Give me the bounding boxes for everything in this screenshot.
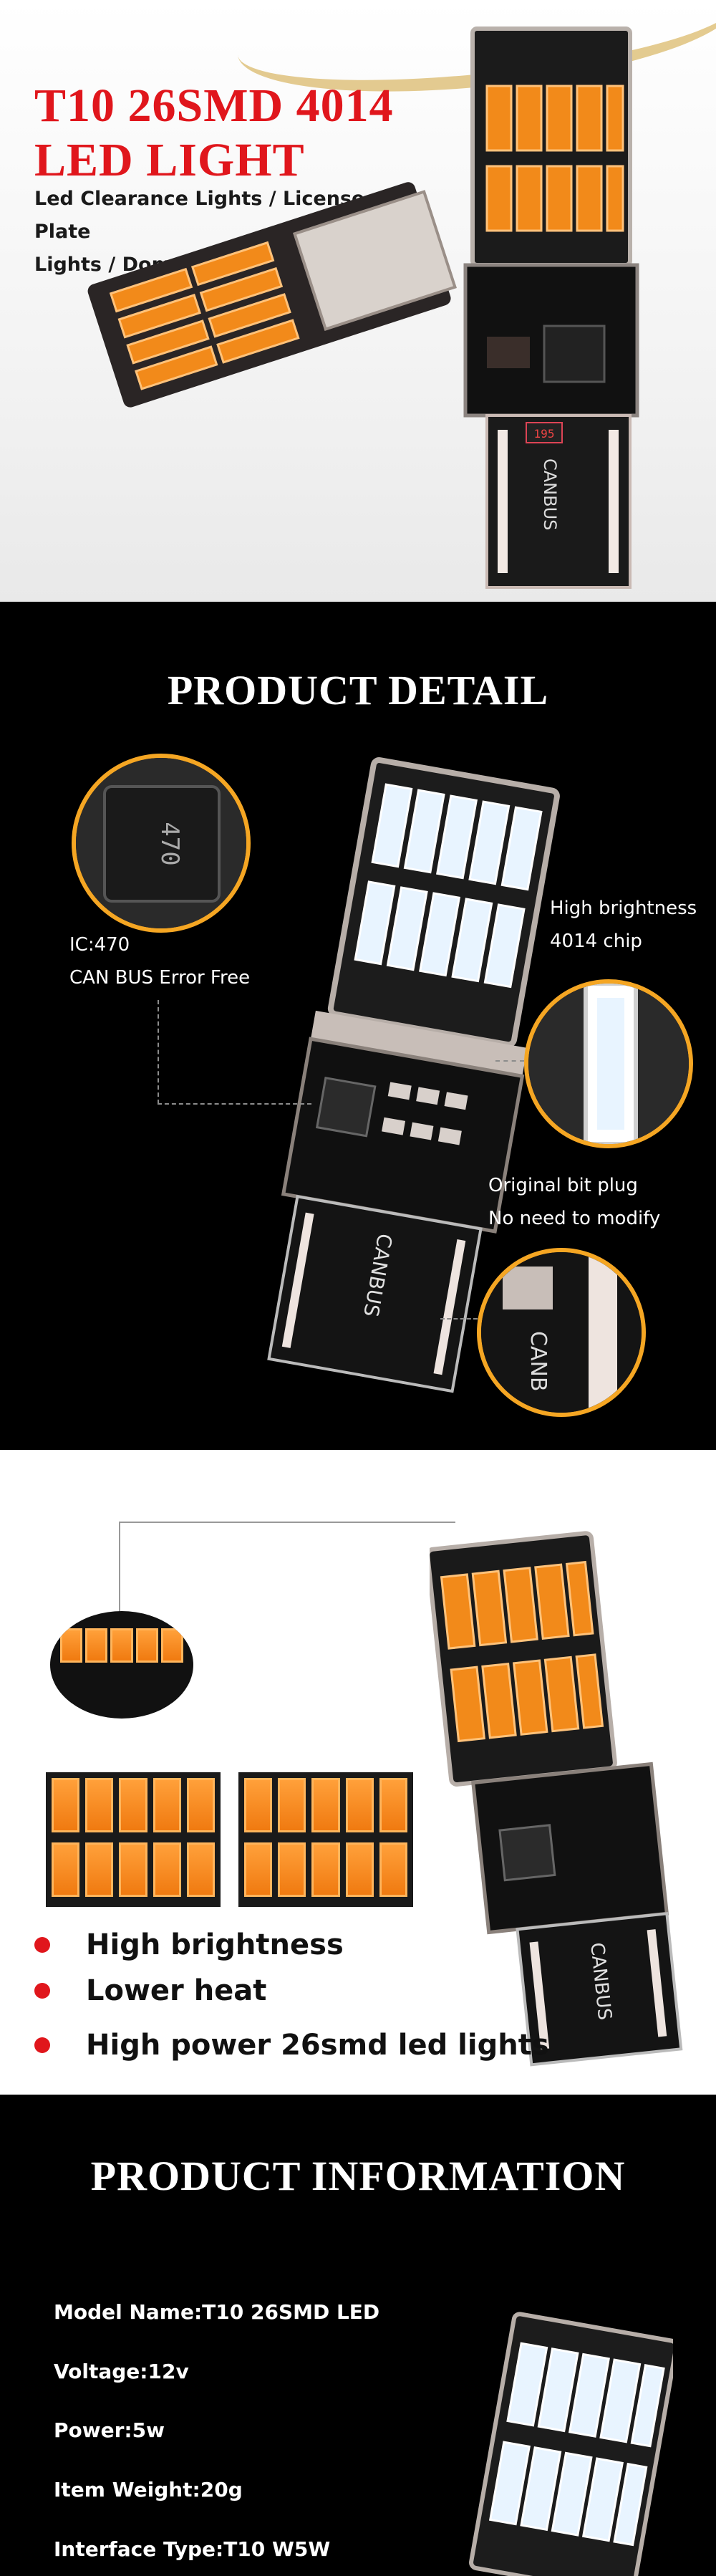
hero-section: T10 26SMD 4014 LED LIGHT Led Clearance L… <box>0 0 716 602</box>
plug-connector-line <box>440 1318 478 1320</box>
plug-callout-line2: No need to modify <box>488 1208 661 1229</box>
canbus-label: CANBUS <box>540 458 560 530</box>
connector-line <box>119 1522 455 1523</box>
ic-zoom-circle: 470 <box>72 754 251 933</box>
product-information-heading: PRODUCT INFORMATION <box>90 2153 626 2199</box>
chip-callout-line1: High brightness <box>550 898 697 919</box>
plug-zoom-text: CANB <box>526 1331 551 1392</box>
ic-callout-line2: CAN BUS Error Free <box>69 967 251 989</box>
detail-bulb-illustration: CANBUS <box>267 757 560 1393</box>
bullet-dot-icon <box>34 1983 50 1999</box>
features-bulb-illustration: CANBUS <box>430 1531 683 2067</box>
info-bulb-illustration <box>469 2312 673 2576</box>
product-detail-section: PRODUCT DETAIL CANBUS <box>0 602 716 1450</box>
resistor-code-text: 195 <box>534 427 555 441</box>
feature-text: High brightness <box>86 1928 344 1961</box>
ic-chip-image: 470 <box>76 758 246 928</box>
hero-subtitle-line1: Led Clearance Lights / License Plate <box>34 188 365 243</box>
product-information-section: PRODUCT INFORMATION Model Name:T10 26SMD… <box>0 2095 716 2576</box>
feature-item: High power 26smd led lights <box>34 2029 549 2062</box>
ic-callout-line1: IC:470 <box>69 934 130 956</box>
features-section: CANBUS High brightness Lower heat High p… <box>0 1450 716 2095</box>
bullet-dot-icon <box>34 1937 50 1953</box>
plug-callout-text: Original bit plug No need to modify <box>488 1169 660 1235</box>
plug-callout-line1: Original bit plug <box>488 1175 638 1196</box>
feature-text: High power 26smd led lights <box>86 2029 549 2062</box>
standing-led-bulb: 195 CANBUS <box>463 27 639 589</box>
hero-title-line2: LED LIGHT <box>34 134 305 186</box>
hero-title-line1: T10 26SMD 4014 <box>34 80 394 132</box>
led-chip-panel-left <box>46 1772 221 1907</box>
ic-chip-code: 470 <box>155 822 184 865</box>
chip-callout-text: High brightness 4014 chip <box>550 892 697 958</box>
lying-led-bulb <box>87 182 457 408</box>
spec-power: Power:5w <box>54 2418 165 2442</box>
ic-callout-text: IC:470 CAN BUS Error Free <box>69 928 250 994</box>
chip-image <box>528 984 689 1144</box>
plug-image: CANB <box>481 1252 642 1413</box>
hero-title: T10 26SMD 4014 LED LIGHT <box>34 79 394 188</box>
chip-zoom-circle <box>524 979 693 1148</box>
product-detail-heading: PRODUCT DETAIL <box>167 667 549 713</box>
feature-item: Lower heat <box>34 1974 266 2007</box>
hero-bulb-illustration: 195 CANBUS <box>87 27 639 589</box>
spec-interface-type: Interface Type:T10 W5W <box>54 2537 331 2561</box>
bullet-dot-icon <box>34 2037 50 2053</box>
connector-line-vertical <box>119 1522 120 1629</box>
plug-zoom-circle: CANB <box>477 1248 646 1417</box>
chip-callout-line2: 4014 chip <box>550 931 642 952</box>
ic-connector-line <box>158 1000 159 1104</box>
chip-connector-line <box>495 1060 524 1062</box>
led-chip-panel-right <box>238 1772 413 1907</box>
spec-item-weight: Item Weight:20g <box>54 2478 243 2501</box>
feature-text: Lower heat <box>86 1974 267 2007</box>
spec-model-name: Model Name:T10 26SMD LED <box>54 2300 380 2324</box>
feature-item: High brightness <box>34 1928 344 1961</box>
ic-connector-line-horizontal <box>158 1103 311 1105</box>
spec-voltage: Voltage:12v <box>54 2360 189 2383</box>
bulb-end-view <box>50 1611 193 1719</box>
